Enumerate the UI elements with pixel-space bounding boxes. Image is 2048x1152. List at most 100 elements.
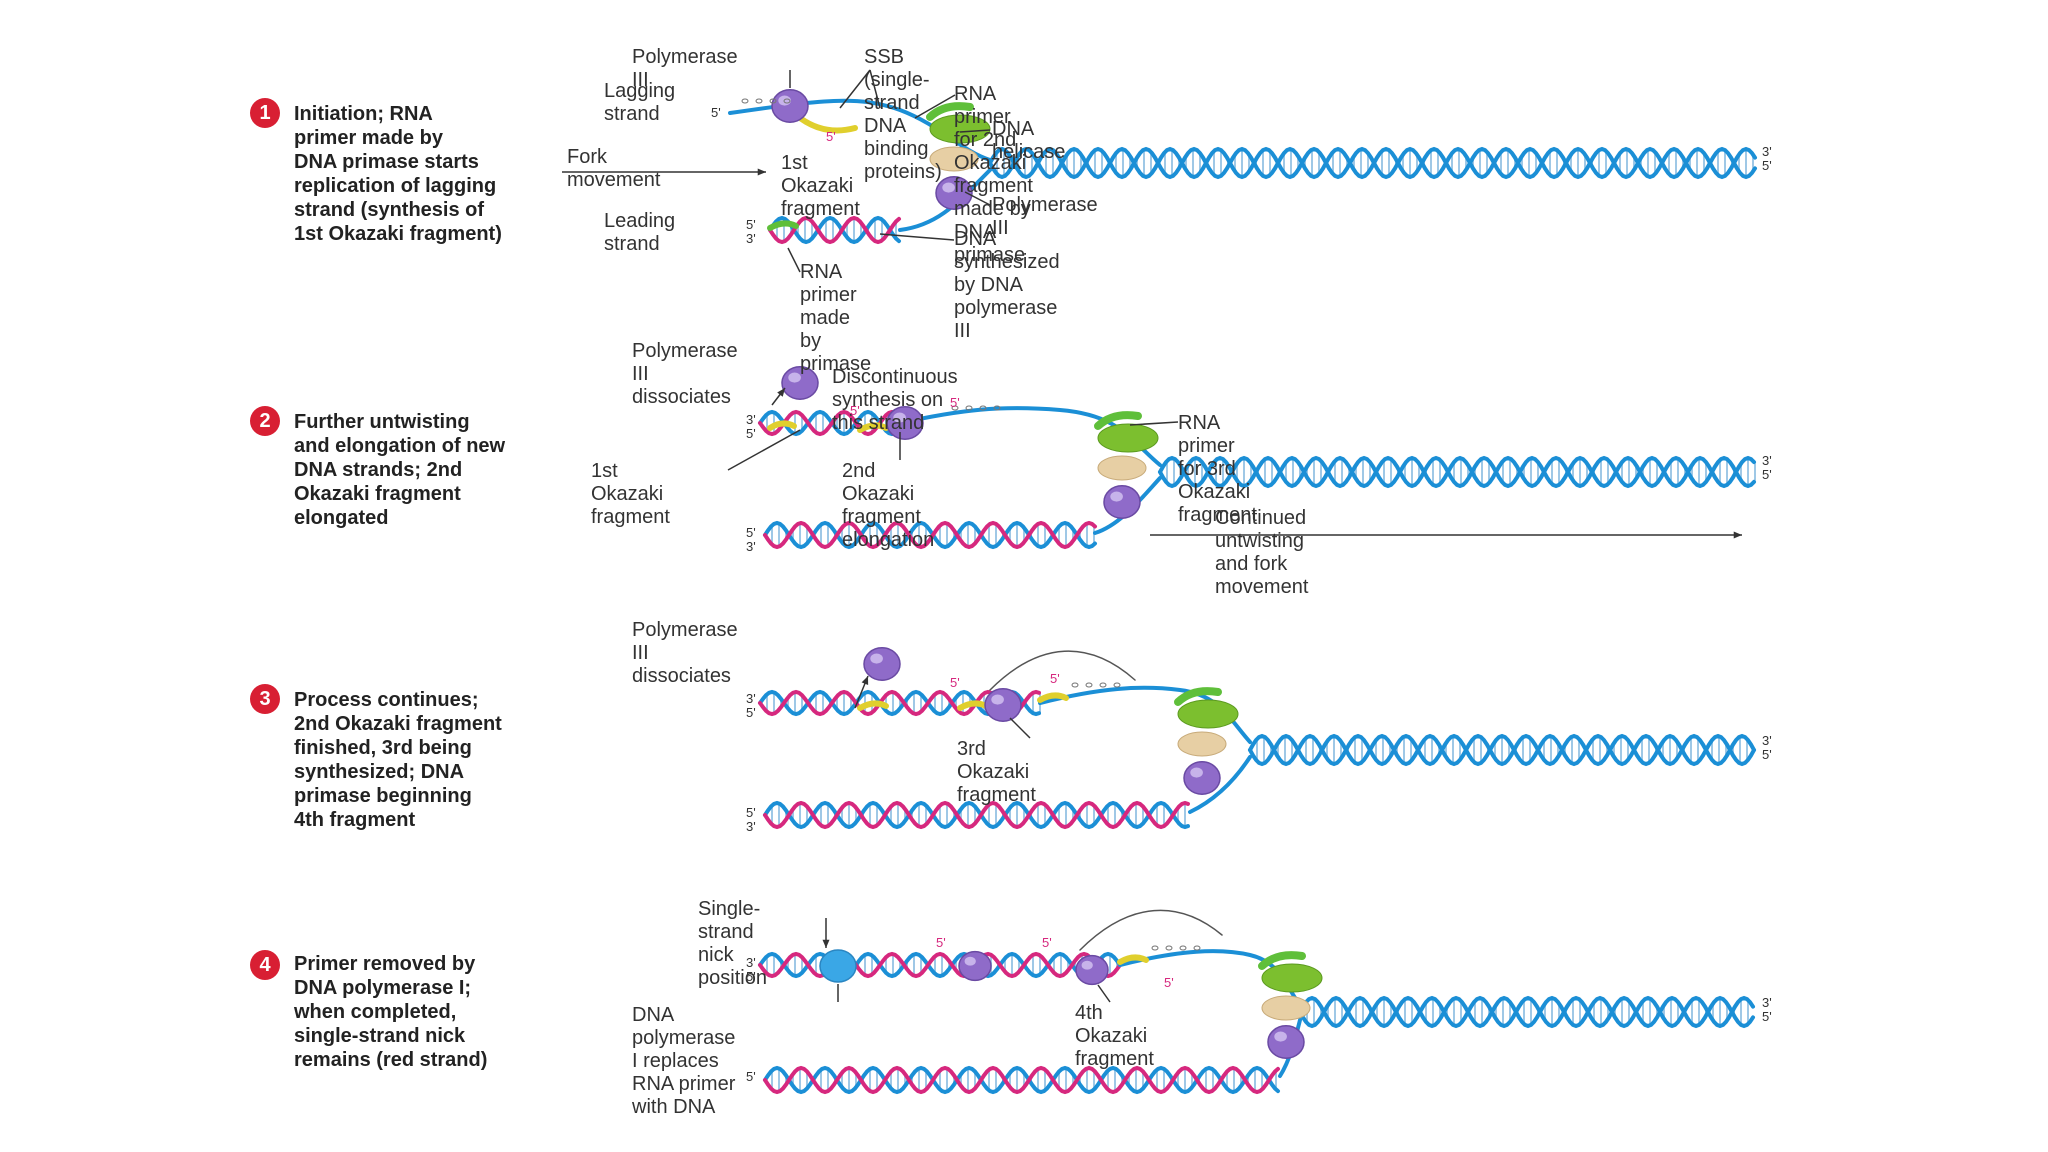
polymerase-iii-lagging-3-highlight <box>991 694 1004 705</box>
parental-duplex-1-strand-b <box>988 146 1757 180</box>
third-okazaki-label: 3rd Okazaki fragment <box>957 738 1036 806</box>
parental-duplex-2-strand-b <box>1158 455 1756 489</box>
parental-duplex-4-strand-a <box>1298 995 1755 1029</box>
lagging-duplex-4-strand-b <box>758 951 1122 979</box>
step-2-description: Further untwisting and elongation of new… <box>294 411 506 529</box>
parental-duplex-3-strand-a <box>1248 733 1756 767</box>
leading-duplex-4-strand-a <box>763 1065 1280 1095</box>
dna-synth-leader <box>879 233 955 241</box>
polymerase-iii-lagging-4-highlight <box>1081 960 1093 970</box>
five-prime-mark: 5' <box>1050 671 1060 686</box>
parental-duplex-1-strand-a <box>988 146 1757 180</box>
polymerase-iii-lower-label: Polymerase III <box>992 194 1098 239</box>
polymerase-leader <box>964 191 991 206</box>
leading-duplex-2-strand-b <box>763 520 1097 550</box>
dna-polymerase-i <box>819 949 857 983</box>
nick-position-arrow-head <box>822 939 830 948</box>
replication-fork-4-polymerase <box>1267 1025 1305 1059</box>
leading-duplex-3-strand-b <box>763 800 1190 830</box>
rna-primer-3a <box>857 700 889 711</box>
ssb-3-ssb <box>1071 682 1079 688</box>
leading-duplex-2-strand-a <box>763 520 1097 550</box>
replication-fork-1-helicase-top <box>929 114 991 144</box>
step-1-description: Initiation; RNA primer made by DNA prima… <box>294 103 502 245</box>
primer-2nd-leader <box>914 94 956 119</box>
step-3-description: Process continues; 2nd Okazaki fragment … <box>294 689 502 831</box>
replication-fork-3-primase <box>1174 687 1222 706</box>
continued-untwisting-label: Continued untwisting and fork movement <box>1215 507 1309 598</box>
replication-fork-2-polymerase-highlight <box>1110 491 1123 502</box>
replication-fork-2-helicase-mid <box>1097 455 1147 481</box>
parental-duplex-3-strand-b <box>1248 733 1756 767</box>
replication-fork-3-helicase-top <box>1177 699 1239 729</box>
third-okazaki-leader <box>1009 717 1031 739</box>
strand-end-right: 3' 5' <box>1762 144 1772 173</box>
ssb-2-ssb <box>993 405 1001 411</box>
rna-primer-3rd-label: RNA primer for 3rd Okazaki fragment <box>1178 412 1257 526</box>
rna-primer-4 <box>1117 954 1149 965</box>
strand-end-right: 3' 5' <box>1762 453 1772 482</box>
ssb-1-ssb <box>769 98 777 104</box>
ssb-2-ssb <box>965 405 973 411</box>
first-okazaki-label: 1st Okazaki fragment <box>781 152 860 220</box>
rna-primer-primase-label: RNA primer made by primase <box>800 261 872 375</box>
nick-position-label: Single-strand nick position <box>698 898 767 989</box>
rna-primer-2a <box>767 420 797 431</box>
step-3-badge: 3 <box>250 684 280 714</box>
step-2-badge: 2 <box>250 406 280 436</box>
polymerase-iii-lagging-2-highlight <box>893 412 906 423</box>
released-polymerase-3 <box>863 647 901 681</box>
strand-end-left-bottom: 5' 3' <box>746 805 756 834</box>
rna-primer-3rd-leader <box>1129 421 1179 426</box>
replication-fork-4-primase <box>1258 951 1306 970</box>
replication-fork-2-primase <box>1094 411 1142 430</box>
ssb-2-ssb <box>951 405 959 411</box>
polymerase-iii-lagging-4 <box>1075 954 1109 986</box>
fork-movement-label: Fork movement <box>567 146 661 191</box>
rna-primer-leader <box>787 247 801 273</box>
polymerase-iii-lagging-1 <box>771 89 809 123</box>
five-prime-mark: 5' <box>1164 975 1174 990</box>
replication-fork-1-polymerase-highlight <box>942 182 955 193</box>
step-4-badge: 4 <box>250 950 280 980</box>
polymerase-i-label: DNA polymerase I replaces RNA primer wit… <box>632 1004 736 1118</box>
continued-fork-arrow-head <box>1733 531 1742 539</box>
strand-end-right: 3' 5' <box>1762 733 1772 762</box>
rna-primer-3b <box>957 700 989 711</box>
discontinuous-synthesis-label: Discontinuous synthesis on this strand <box>832 366 958 434</box>
ssb-4-ssb <box>1151 945 1159 951</box>
strand-end-left-bottom: 5' 3' <box>746 525 756 554</box>
dissociation-arrow-2-head <box>777 388 785 397</box>
ssb-4-ssb <box>1179 945 1187 951</box>
lagging-strand-label: Lagging strand <box>604 80 676 125</box>
strand-end-left-bottom: 5' <box>746 1069 756 1084</box>
strand-end-left-top: 3' 5' <box>746 691 756 720</box>
first-okazaki-label: 1st Okazaki fragment <box>591 460 670 528</box>
step-1-badge: 1 <box>250 98 280 128</box>
ssb-1-ssb <box>755 98 763 104</box>
replication-fork-4-helicase-mid <box>1261 995 1311 1021</box>
polymerase-iii-label: Polymerase III <box>632 46 738 91</box>
ssb-4-ssb <box>1165 945 1173 951</box>
ssb-3-ssb <box>1099 682 1107 688</box>
rna-primer-1 <box>797 115 858 134</box>
five-prime-mark: 5' <box>1042 935 1052 950</box>
fourth-okazaki-label: 4th Okazaki fragment <box>1075 1002 1154 1070</box>
five-prime-mark: 5' <box>936 935 946 950</box>
dissociation-arrow-3-head <box>861 676 869 685</box>
ssb-2-ssb <box>979 405 987 411</box>
ssb-leader <box>839 69 871 109</box>
strand-end-bottom: 5' 3' <box>746 217 756 246</box>
released-polymerase-2-highlight <box>788 372 801 383</box>
rna-primer-2nd-label: RNA primer for 2nd Okazaki fragment made… <box>954 83 1033 266</box>
ssb-label: SSB (single-strand DNA binding proteins) <box>864 46 942 183</box>
leading-duplex-4-strand-b <box>763 1065 1280 1095</box>
first-okazaki-leader <box>727 429 801 471</box>
dna-helicase-label: DNA helicase <box>992 118 1066 163</box>
ssb-1-ssb <box>783 98 791 104</box>
leading-strand-label: Leading strand <box>604 210 676 255</box>
leading-duplex-3-strand-a <box>763 800 1190 830</box>
replication-fork-3-polymerase <box>1183 761 1221 795</box>
rna-primer-3c <box>1037 692 1069 703</box>
